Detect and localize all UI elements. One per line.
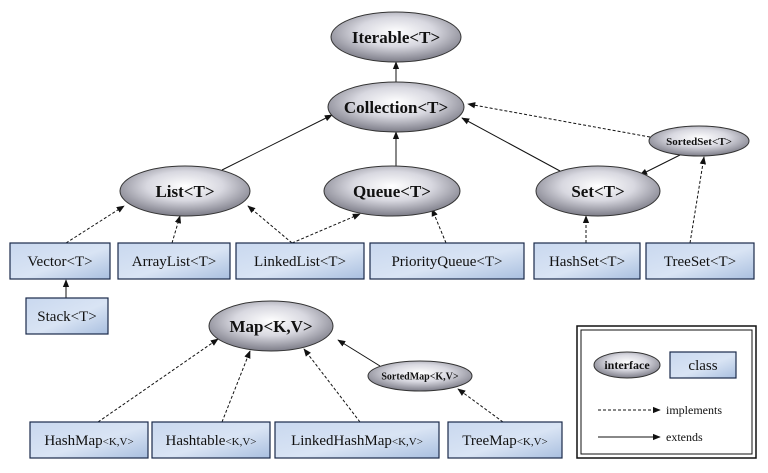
class-name: LinkedList<T> bbox=[254, 254, 346, 270]
class-label: LinkedList<T> bbox=[254, 254, 346, 270]
interface-ellipse bbox=[119, 165, 251, 217]
edge-set-extends-collection bbox=[461, 117, 561, 172]
interface-ellipse bbox=[327, 81, 465, 133]
class-name: Hashtable bbox=[165, 433, 225, 449]
interface-label: Map<K,V> bbox=[229, 317, 312, 336]
interface-node-set: Set<T> bbox=[535, 165, 661, 217]
interface-ellipse bbox=[648, 125, 750, 157]
legend-frame-inner bbox=[580, 329, 753, 455]
interface-label: Iterable<T> bbox=[352, 28, 440, 47]
class-name: LinkedHashMap bbox=[291, 433, 392, 449]
interface-ellipse bbox=[330, 11, 462, 63]
class-label: Hashtable<K,V> bbox=[165, 433, 256, 449]
legend-interface-ellipse bbox=[593, 351, 661, 379]
interface-label: SortedSet<T> bbox=[666, 136, 732, 148]
class-box bbox=[25, 297, 109, 335]
edges-layer bbox=[62, 61, 707, 423]
class-box bbox=[274, 421, 440, 459]
nodes-layer: Iterable<T> Collection<T> List<T> Queue<T> S… bbox=[9, 11, 755, 459]
edge-priorityqueue-implements-queue bbox=[431, 208, 447, 244]
class-type-params: <K,V> bbox=[517, 436, 548, 448]
legend-interface-label: interface bbox=[604, 358, 650, 372]
class-type-params: <K,V> bbox=[392, 436, 423, 448]
class-box bbox=[117, 242, 231, 280]
legend-extends-label: extends bbox=[666, 430, 703, 444]
interface-label: Collection<T> bbox=[344, 98, 448, 117]
interface-node-map: Map<K,V> bbox=[208, 300, 334, 352]
edge-linkedlist-implements-list bbox=[247, 205, 293, 244]
interface-node-list: List<T> bbox=[119, 165, 251, 217]
class-name: ArrayList<T> bbox=[132, 254, 216, 270]
class-node-linkedhashmap: LinkedHashMap<K,V> bbox=[274, 421, 440, 459]
edge-linkedhashmap-implements-map bbox=[303, 348, 361, 423]
edge-sortedset-extends-set bbox=[639, 154, 681, 176]
class-name: TreeSet<T> bbox=[664, 254, 736, 270]
legend-implements-label: implements bbox=[666, 403, 722, 417]
class-name: HashMap bbox=[44, 433, 102, 449]
class-box bbox=[235, 242, 365, 280]
interface-label: Queue<T> bbox=[353, 182, 431, 201]
class-label: PriorityQueue<T> bbox=[391, 254, 502, 270]
class-node-vector: Vector<T> bbox=[9, 242, 111, 280]
edge-hashtable-implements-map bbox=[221, 350, 251, 423]
legend-class-label: class bbox=[688, 358, 717, 374]
interface-ellipse bbox=[535, 165, 661, 217]
class-label: Stack<T> bbox=[37, 309, 96, 325]
interface-ellipse bbox=[367, 360, 473, 392]
interface-label: Set<T> bbox=[571, 182, 624, 201]
edge-list-extends-collection bbox=[221, 114, 333, 171]
interface-node-sortedset: SortedSet<T> bbox=[648, 125, 750, 157]
class-node-hashset: HashSet<T> bbox=[533, 242, 641, 280]
legend-class-box bbox=[669, 351, 737, 379]
interface-ellipse bbox=[323, 165, 461, 217]
class-node-arraylist: ArrayList<T> bbox=[117, 242, 231, 280]
class-label: Vector<T> bbox=[27, 254, 92, 270]
edge-treeset-implements-sortedset bbox=[689, 156, 707, 244]
edge-treemap-implements-sortedmap bbox=[457, 388, 504, 423]
class-label: TreeMap<K,V> bbox=[462, 433, 548, 449]
class-name: Stack<T> bbox=[37, 309, 96, 325]
legend: interface class implements extends bbox=[576, 325, 757, 459]
class-box bbox=[447, 421, 563, 459]
edge-vector-implements-list bbox=[65, 205, 125, 244]
interface-node-sortedmap: SortedMap<K,V> bbox=[367, 360, 473, 392]
interface-node-queue: Queue<T> bbox=[323, 165, 461, 217]
interface-ellipse bbox=[208, 300, 334, 352]
class-node-hashmap: HashMap<K,V> bbox=[29, 421, 149, 459]
class-name: PriorityQueue<T> bbox=[391, 254, 502, 270]
class-label: HashMap<K,V> bbox=[44, 433, 133, 449]
interface-node-collection: Collection<T> bbox=[327, 81, 465, 133]
edge-sortedmap-extends-map bbox=[337, 339, 381, 367]
interface-node-iterable: Iterable<T> bbox=[330, 11, 462, 63]
edge-sortedset-implements-collection bbox=[467, 102, 651, 138]
edge-hashmap-implements-map bbox=[97, 338, 219, 423]
class-name: HashSet<T> bbox=[549, 254, 625, 270]
class-type-params: <K,V> bbox=[103, 436, 134, 448]
class-box bbox=[151, 421, 271, 459]
class-box bbox=[369, 242, 525, 280]
class-label: ArrayList<T> bbox=[132, 254, 216, 270]
interface-label: SortedMap<K,V> bbox=[381, 372, 459, 383]
class-box bbox=[29, 421, 149, 459]
class-name: TreeMap bbox=[462, 433, 516, 449]
class-node-treeset: TreeSet<T> bbox=[645, 242, 755, 280]
class-node-hashtable: Hashtable<K,V> bbox=[151, 421, 271, 459]
edge-linkedlist-implements-queue bbox=[291, 213, 361, 244]
class-box bbox=[645, 242, 755, 280]
interface-label: List<T> bbox=[155, 182, 214, 201]
class-node-priorityqueue: PriorityQueue<T> bbox=[369, 242, 525, 280]
class-box bbox=[533, 242, 641, 280]
class-node-linkedlist: LinkedList<T> bbox=[235, 242, 365, 280]
class-type-params: <K,V> bbox=[225, 436, 256, 448]
edge-arraylist-implements-list bbox=[171, 215, 182, 244]
class-box bbox=[9, 242, 111, 280]
class-node-stack: Stack<T> bbox=[25, 297, 109, 335]
class-node-treemap: TreeMap<K,V> bbox=[447, 421, 563, 459]
class-label: HashSet<T> bbox=[549, 254, 625, 270]
class-label: LinkedHashMap<K,V> bbox=[291, 433, 423, 449]
class-name: Vector<T> bbox=[27, 254, 92, 270]
class-label: TreeSet<T> bbox=[664, 254, 736, 270]
